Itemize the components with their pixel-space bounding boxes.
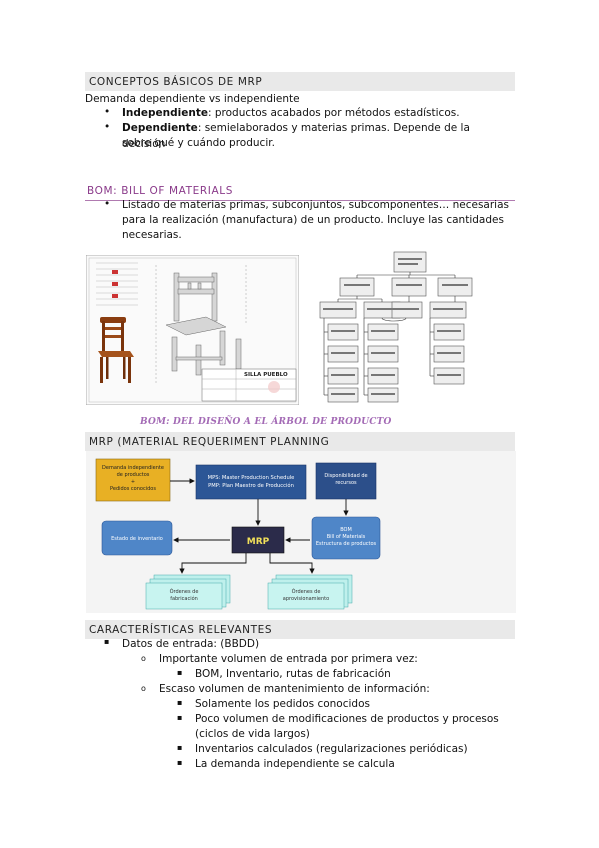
svg-text:aprovisionamiento: aprovisionamiento — [283, 596, 329, 602]
caract-l2: Importante volumen de entrada por primer… — [159, 653, 418, 665]
svg-text:MRP: MRP — [247, 537, 270, 547]
chair-photo-icon — [98, 317, 134, 383]
square-bullet-icon: ▪ — [177, 743, 183, 752]
svg-text:PMP: Plan Maestro de Producció: PMP: Plan Maestro de Producción — [208, 482, 294, 489]
svg-text:Órdenes de: Órdenes de — [292, 588, 321, 595]
caract-l5: Solamente los pedidos conocidos — [195, 698, 370, 710]
svg-text:fabricación: fabricación — [170, 595, 198, 602]
caract-l1: Datos de entrada: (BBDD) — [122, 638, 260, 650]
square-bullet-icon: ▪ — [177, 668, 183, 677]
circle-bullet-icon: o — [141, 654, 146, 663]
section-title-caracteristicas: CARACTERÍSTICAS RELEVANTES — [85, 620, 515, 639]
mps-box — [195, 464, 307, 500]
section-title-conceptos: CONCEPTOS BÁSICOS DE MRP — [85, 72, 515, 91]
resources-box — [315, 462, 377, 500]
bom-desc-l3: necesarias. — [122, 229, 182, 241]
product-tree-diagram — [319, 251, 473, 403]
caract-l6: Poco volumen de modificaciones de produc… — [195, 713, 499, 725]
section-title-bom: BOM: BILL OF MATERIALS — [85, 181, 515, 201]
svg-text:Pedidos conocidos: Pedidos conocidos — [110, 486, 156, 492]
svg-text:Disponibilidad de: Disponibilidad de — [324, 473, 367, 479]
bom-box — [311, 516, 381, 560]
orders-fabrication-box: Órdenes de fabricación — [145, 574, 231, 610]
bullet-icon: • — [104, 198, 111, 210]
square-bullet-icon: ▪ — [104, 637, 110, 646]
square-bullet-icon: ▪ — [177, 758, 183, 767]
svg-text:Estructura de productos: Estructura de productos — [316, 541, 377, 547]
square-bullet-icon: ▪ — [177, 698, 183, 707]
inventory-box — [101, 520, 173, 556]
mrp-flow-diagram: Demanda independiente de productos + Ped… — [86, 451, 516, 613]
caract-l6-cont: (ciclos de vida largos) — [195, 728, 310, 740]
bullet-icon: • — [104, 121, 111, 133]
bom-desc-l1: Listado de materias primas, subconjuntos… — [122, 199, 510, 211]
bom-caption: BOM: DEL DISEÑO A EL ÁRBOL DE PRODUCTO — [140, 417, 392, 427]
svg-text:de productos: de productos — [117, 472, 150, 478]
caract-l7: Inventarios calculados (regularizaciones… — [195, 743, 468, 755]
bullet-icon: • — [104, 106, 111, 118]
circle-bullet-icon: o — [141, 684, 146, 693]
orders-supply-box: Órdenes de aprovisionamiento — [267, 574, 353, 610]
caract-l4: Escaso volumen de mantenimiento de infor… — [159, 683, 430, 695]
bom-desc-l2: para la realización (manufactura) de un … — [122, 214, 504, 226]
drawing-title: SILLA PUEBLO — [244, 372, 288, 378]
svg-text:+: + — [131, 479, 135, 485]
bullet-dependiente: Dependiente: semielaborados y materias p… — [122, 122, 470, 150]
bullet-independiente: Independiente: productos acabados por mé… — [122, 107, 460, 119]
svg-text:Órdenes de: Órdenes de — [170, 588, 199, 595]
mrp-box — [231, 526, 285, 554]
svg-text:Bill of Materials: Bill of Materials — [327, 534, 366, 540]
chair-drawing-image: SILLA PUEBLO — [86, 255, 299, 405]
intro-line: Demanda dependiente vs independiente — [85, 93, 300, 105]
demand-box — [95, 458, 171, 502]
svg-text:MPS: Master Production Schedul: MPS: Master Production Schedule — [208, 475, 295, 481]
bullet-dependiente-cont: sobre qué y cuándo producir. — [122, 137, 275, 149]
section-title-mrp: MRP (MATERIAL REQUERIMENT PLANNING — [85, 432, 515, 451]
square-bullet-icon: ▪ — [177, 713, 183, 722]
svg-text:BOM: BOM — [340, 527, 352, 533]
caract-l8: La demanda independiente se calcula — [195, 758, 395, 770]
svg-text:Demanda independiente: Demanda independiente — [102, 465, 164, 471]
caract-l3: BOM, Inventario, rutas de fabricación — [195, 668, 391, 680]
svg-text:recursos: recursos — [335, 480, 357, 486]
svg-text:Estado de inventario: Estado de inventario — [111, 536, 163, 542]
